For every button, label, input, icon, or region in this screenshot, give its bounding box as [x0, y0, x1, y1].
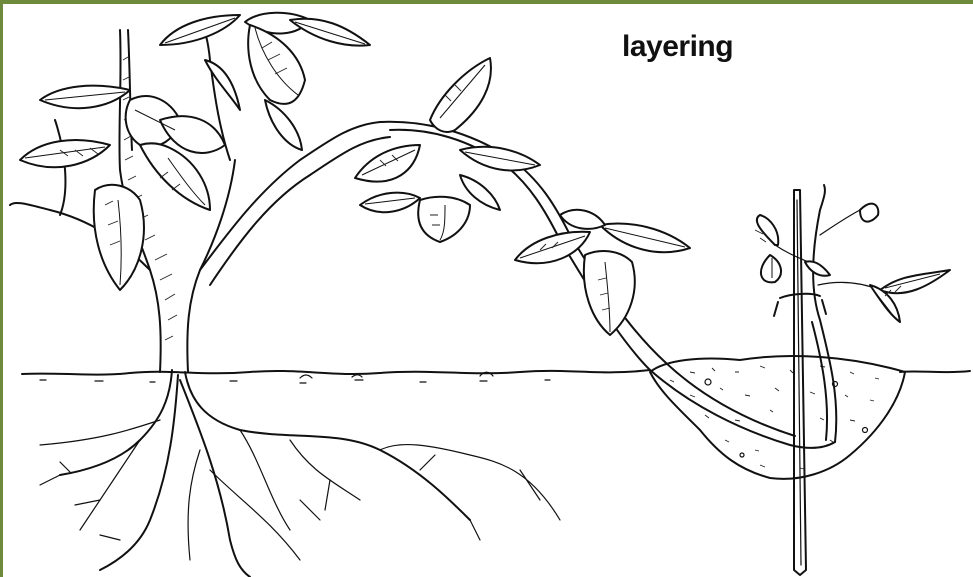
parent-leaves	[20, 13, 370, 290]
new-plant	[755, 185, 950, 442]
soil-line	[22, 370, 970, 383]
parent-roots	[40, 370, 560, 577]
stem-leaves	[355, 58, 690, 335]
stake	[774, 190, 826, 575]
soil-mound	[650, 356, 905, 479]
diagram-caption: layering	[622, 32, 733, 62]
